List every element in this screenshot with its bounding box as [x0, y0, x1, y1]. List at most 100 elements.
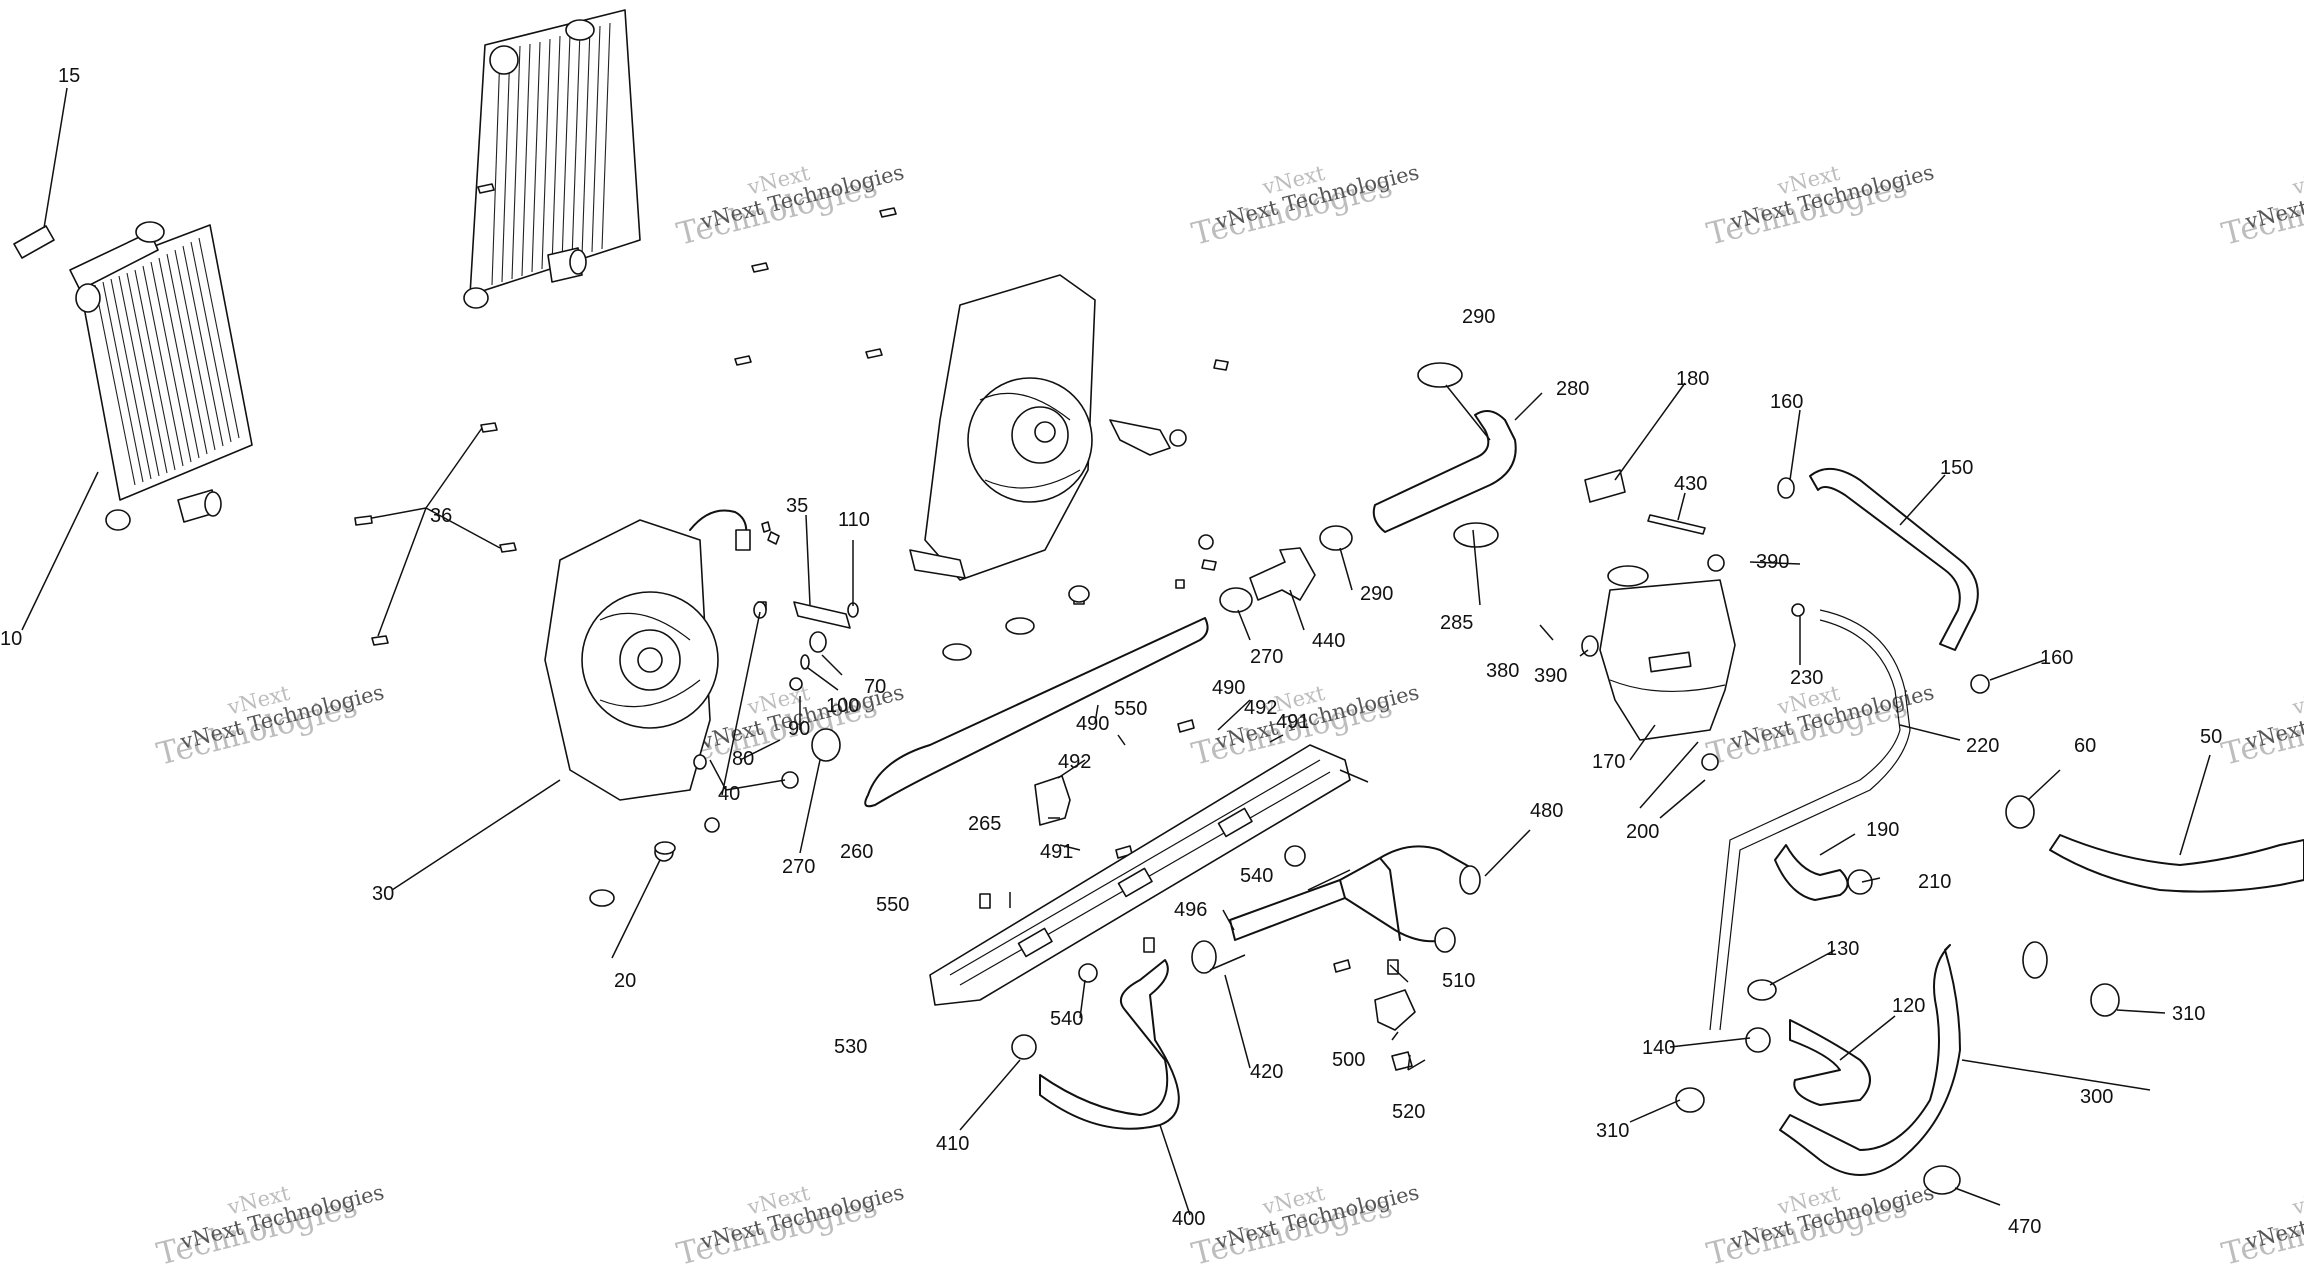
bolts: [354, 183, 1399, 975]
radiator-left: [69, 221, 253, 531]
callout-15: 15: [58, 65, 80, 87]
hose-clamps: [1011, 362, 2120, 1195]
callout-550b: 550: [876, 894, 909, 916]
cap-180: [1584, 469, 1626, 503]
callout-120: 120: [1892, 995, 1925, 1017]
callout-210: 210: [1918, 871, 1951, 893]
callout-180: 180: [1676, 368, 1709, 390]
callout-400: 400: [1172, 1208, 1205, 1230]
hose-150: [1809, 468, 1979, 651]
callout-90: 90: [788, 718, 810, 740]
part-15-strip: [13, 225, 55, 259]
hose-120: [1789, 1019, 1871, 1106]
clip-500: [1374, 989, 1416, 1031]
hose-400: [1039, 959, 1180, 1130]
callout-160b: 160: [2040, 647, 2073, 669]
callout-430: 430: [1674, 473, 1707, 495]
hose-50: [2049, 834, 2304, 893]
callout-200: 200: [1626, 821, 1659, 843]
bracket-265: [1034, 775, 1071, 826]
callout-60: 60: [2074, 735, 2096, 757]
watermark-line1: vNext: [2289, 161, 2304, 200]
callout-280: 280: [1556, 378, 1589, 400]
callout-265: 265: [968, 813, 1001, 835]
callout-260: 260: [840, 841, 873, 863]
callout-390a: 390: [1534, 665, 1567, 687]
callout-380: 380: [1486, 660, 1519, 682]
callout-150: 150: [1940, 457, 1973, 479]
callout-270a: 270: [782, 856, 815, 878]
callout-310a: 310: [1596, 1120, 1629, 1142]
callout-530: 530: [834, 1036, 867, 1058]
hose-300: [1779, 944, 1961, 1176]
leader-lines: [21, 87, 2211, 1216]
callout-500: 500: [1332, 1049, 1365, 1071]
callout-491b: 491: [1276, 711, 1309, 733]
fan-shroud-right: [909, 274, 1096, 581]
callout-490b: 490: [1212, 677, 1245, 699]
callout-50: 50: [2200, 726, 2222, 748]
callout-35: 35: [786, 495, 808, 517]
rod-430: [1647, 514, 1706, 535]
callout-410: 410: [936, 1133, 969, 1155]
watermark-line1: vNext: [2289, 1181, 2304, 1220]
callout-220: 220: [1966, 735, 1999, 757]
callout-140: 140: [1642, 1037, 1675, 1059]
pipe-420: [1229, 879, 1346, 941]
callout-290b: 290: [1360, 583, 1393, 605]
callout-496: 496: [1174, 899, 1207, 921]
nuts-washers: [589, 477, 1990, 983]
tube-220: [1709, 609, 1911, 1031]
callout-480: 480: [1530, 800, 1563, 822]
callout-160a: 160: [1770, 391, 1803, 413]
callout-30: 30: [372, 883, 394, 905]
callout-170: 170: [1592, 751, 1625, 773]
sensor-bracket: [1109, 419, 1171, 456]
hose-260: [864, 617, 1209, 808]
callout-80: 80: [732, 748, 754, 770]
callout-470: 470: [2008, 1216, 2041, 1238]
callout-520: 520: [1392, 1101, 1425, 1123]
radiator-top: [463, 9, 641, 309]
frame-rail-530: [929, 744, 1351, 1006]
callout-labels: 15 10 36 30 40 35 110 70 100 90 80 270 2…: [0, 65, 2222, 1238]
callout-190: 190: [1866, 819, 1899, 841]
callout-40: 40: [718, 783, 740, 805]
watermark-line1: vNext: [2289, 681, 2304, 720]
callout-270b: 270: [1250, 646, 1283, 668]
callout-540b: 540: [1240, 865, 1273, 887]
callout-20: 20: [614, 970, 636, 992]
callout-70: 70: [864, 676, 886, 698]
callout-300: 300: [2080, 1086, 2113, 1108]
callout-290a: 290: [1462, 306, 1495, 328]
callout-490a: 490: [1076, 713, 1109, 735]
pipe-480: [1339, 845, 1476, 943]
fan-shroud-left: [544, 509, 751, 801]
hose-280: [1372, 410, 1517, 533]
callout-230: 230: [1790, 667, 1823, 689]
callout-420: 420: [1250, 1061, 1283, 1083]
callout-492a: 492: [1058, 751, 1091, 773]
callout-10: 10: [0, 628, 22, 650]
callout-285: 285: [1440, 612, 1473, 634]
hose-190: [1774, 844, 1849, 901]
callout-130: 130: [1826, 938, 1859, 960]
gasket-35: [793, 601, 851, 629]
callout-510: 510: [1442, 970, 1475, 992]
clip-520: [1391, 1051, 1413, 1071]
callout-540a: 540: [1050, 1008, 1083, 1030]
callout-310b: 310: [2172, 1003, 2205, 1025]
